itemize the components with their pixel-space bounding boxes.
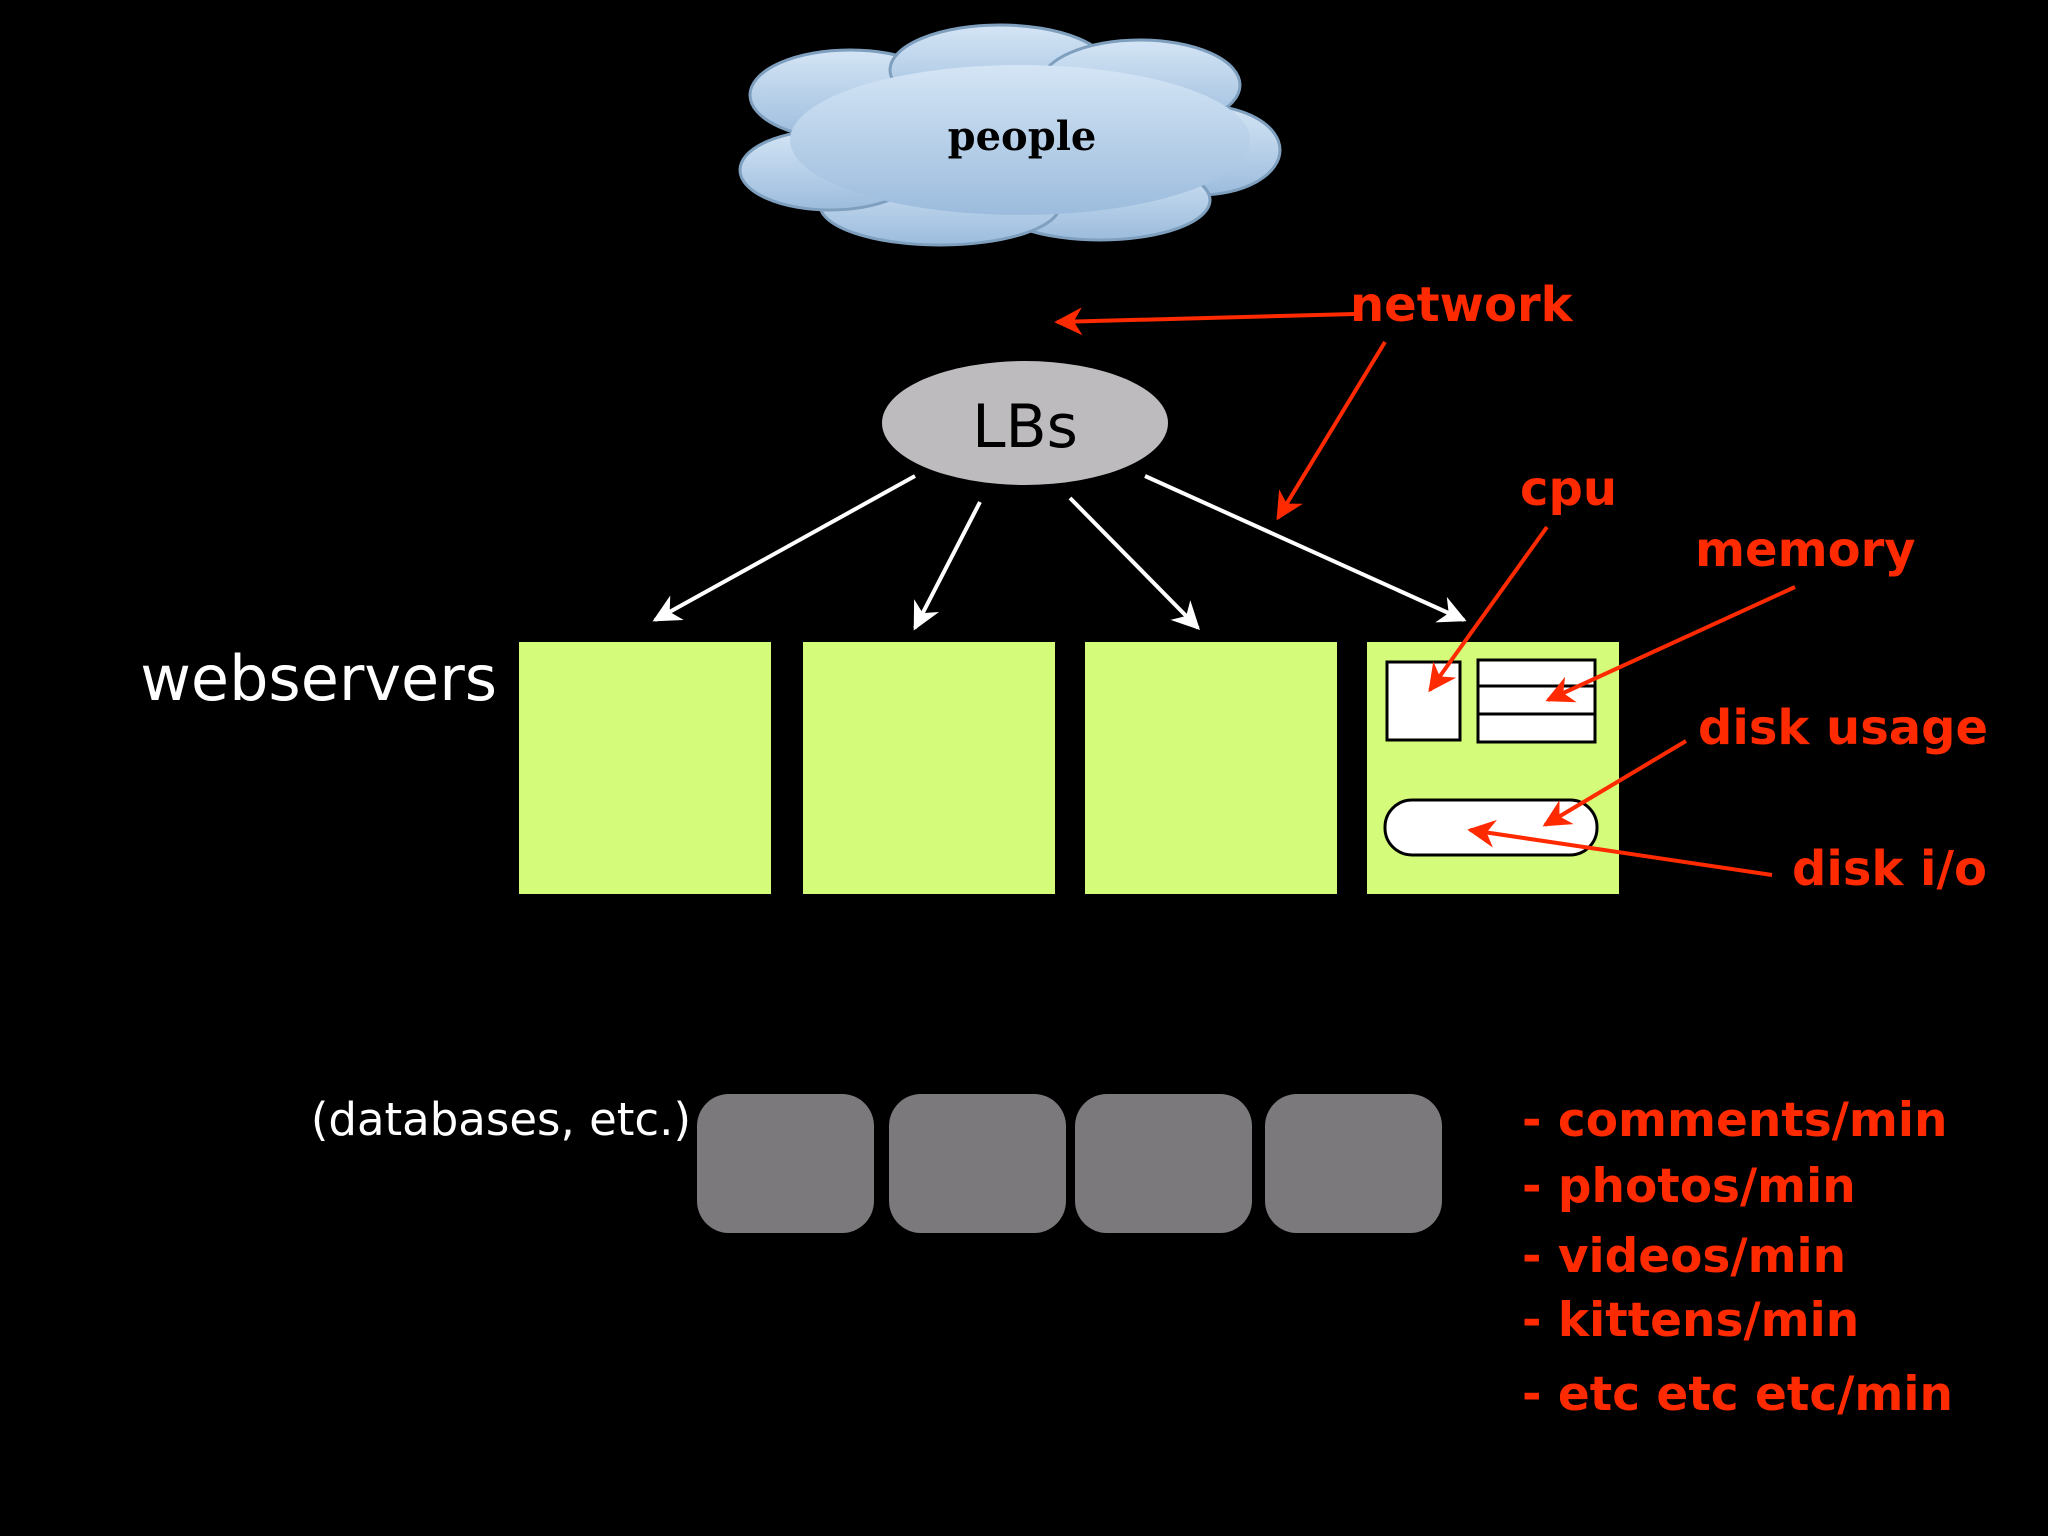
cloud-shape xyxy=(738,23,1282,247)
database-box-4 xyxy=(1265,1094,1442,1233)
webserver-box-2 xyxy=(803,642,1055,894)
memory-component xyxy=(1476,658,1597,744)
memory-label: memory xyxy=(1695,522,1916,578)
load-balancer: LBs xyxy=(882,361,1168,485)
disk-usage-label: disk usage xyxy=(1698,700,1988,756)
annotation-arrows xyxy=(1054,307,1796,877)
metric-item: - kittens/min xyxy=(1522,1293,1859,1348)
lb-to-webserver-arrows xyxy=(652,474,1467,631)
metric-item: - photos/min xyxy=(1522,1159,1856,1214)
cpu-label: cpu xyxy=(1520,461,1617,517)
metrics-list: - comments/min - photos/min - videos/min… xyxy=(1522,1093,1953,1422)
disk-io-arrow xyxy=(1467,819,1773,877)
annotation-labels: network cpu memory disk usage disk i/o xyxy=(1350,277,1988,897)
webservers-label: webservers xyxy=(140,642,497,715)
network-arrow-down xyxy=(1276,340,1387,521)
disk-io-label: disk i/o xyxy=(1792,841,1987,897)
databases-label: (databases, etc.) xyxy=(311,1093,691,1146)
network-label: network xyxy=(1350,277,1574,333)
people-cloud: people xyxy=(738,23,1282,247)
database-box-1 xyxy=(697,1094,874,1233)
lb-ellipse xyxy=(882,361,1168,485)
memory-arrow xyxy=(1545,585,1796,703)
disk-component xyxy=(1383,798,1599,857)
lb-arrow-4 xyxy=(1144,474,1467,623)
databases xyxy=(697,1094,1442,1233)
webserver-box-3 xyxy=(1085,642,1337,894)
database-box-2 xyxy=(889,1094,1066,1233)
lb-arrow-2 xyxy=(913,501,982,631)
lb-arrow-1 xyxy=(652,474,916,622)
metric-item: - etc etc etc/min xyxy=(1522,1367,1953,1422)
metric-item: - comments/min xyxy=(1522,1093,1947,1148)
cpu-component xyxy=(1385,660,1462,742)
webserver-box-1 xyxy=(519,642,771,894)
network-arrow-up xyxy=(1054,307,1356,336)
cpu-arrow xyxy=(1428,525,1549,693)
disk-usage-arrow xyxy=(1542,739,1688,827)
metric-item: - videos/min xyxy=(1522,1229,1846,1284)
database-box-3 xyxy=(1075,1094,1252,1233)
people-label: people xyxy=(948,113,1097,160)
lb-label: LBs xyxy=(972,392,1078,462)
lb-arrow-3 xyxy=(1068,496,1200,630)
